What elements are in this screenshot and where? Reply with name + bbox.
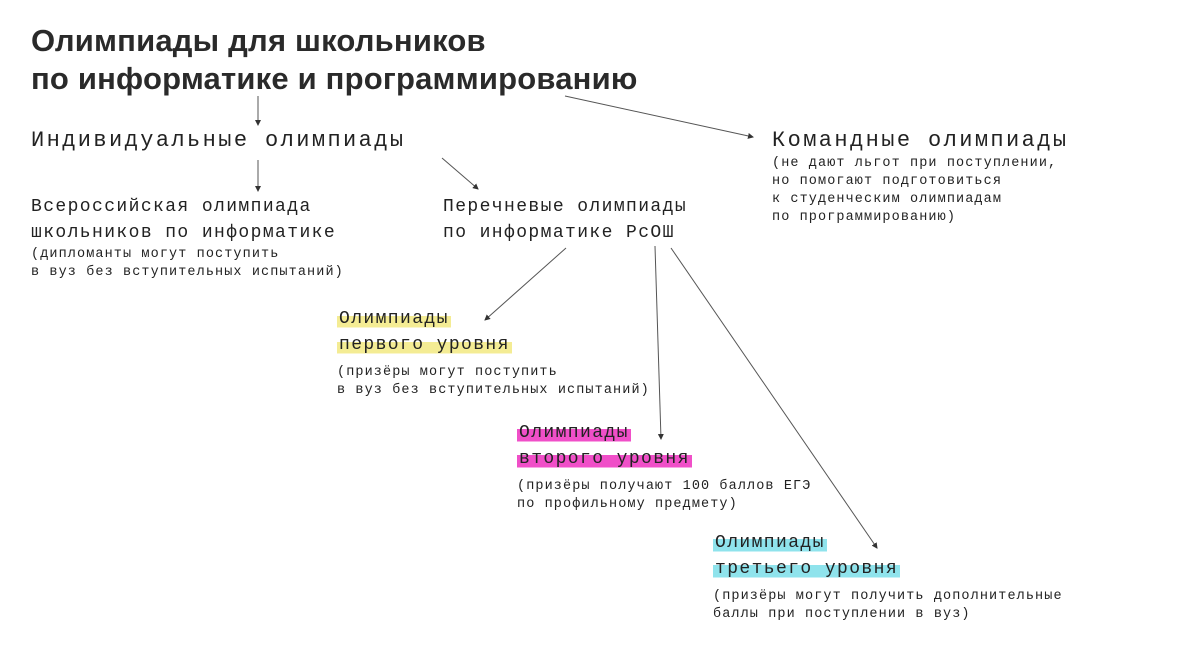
- level-1-note: (призёры могут поступить в вуз без вступ…: [337, 364, 650, 400]
- note-line: по профильному предмету): [517, 497, 738, 512]
- arrow-individual-to-rsosh: [441, 157, 479, 190]
- diagram-title: Олимпиады для школьников по информатике …: [31, 22, 638, 98]
- note-line: (не дают льгот при поступлении,: [772, 156, 1058, 171]
- note-line: баллы при поступлении в вуз): [713, 607, 971, 622]
- highlight-magenta: Олимпиады: [517, 423, 631, 443]
- title-line-1: Олимпиады для школьников: [31, 23, 486, 58]
- arrow-rsosh-to-level3: [670, 247, 878, 549]
- vsosh-note: (дипломанты могут поступить в вуз без вс…: [31, 246, 344, 282]
- level-1-label: Олимпиады первого уровня: [337, 306, 650, 358]
- note-line: но помогают подготовиться: [772, 174, 1003, 189]
- note-line: (призёры получают 100 баллов ЕГЭ: [517, 479, 812, 494]
- title-line-2: по информатике и программированию: [31, 61, 638, 96]
- highlight-cyan: Олимпиады: [713, 533, 827, 553]
- highlight-yellow: Олимпиады: [337, 309, 451, 329]
- highlight-cyan: третьего уровня: [713, 559, 901, 579]
- label-line: Перечневые олимпиады: [443, 197, 688, 217]
- team-olympiads-label: Командные олимпиады: [772, 128, 1069, 153]
- arrow-rsosh-to-level2: [654, 245, 664, 440]
- arrow-rsosh-to-level1: [484, 247, 567, 321]
- arrow-title-to-team: [564, 95, 754, 139]
- note-line: по программированию): [772, 210, 957, 225]
- vsosh-node: Всероссийская олимпиада школьников по ин…: [31, 194, 344, 282]
- level-1-node: Олимпиады первого уровня (призёры могут …: [337, 306, 650, 400]
- team-olympiads-note: (не дают льгот при поступлении, но помог…: [772, 155, 1068, 227]
- level-2-label: Олимпиады второго уровня: [517, 420, 811, 472]
- note-line: (призёры могут поступить: [337, 365, 558, 380]
- level-3-label: Олимпиады третьего уровня: [713, 530, 1063, 582]
- label-line: школьников по информатике: [31, 223, 337, 243]
- level-3-note: (призёры могут получить дополнительные б…: [713, 588, 1063, 624]
- level-2-node: Олимпиады второго уровня (призёры получа…: [517, 420, 811, 514]
- level-3-node: Олимпиады третьего уровня (призёры могут…: [713, 530, 1063, 624]
- vsosh-label: Всероссийская олимпиада школьников по ин…: [31, 194, 344, 246]
- rsosh-label: Перечневые олимпиады по информатике РсОШ: [443, 194, 687, 246]
- level-2-note: (призёры получают 100 баллов ЕГЭ по проф…: [517, 478, 811, 514]
- note-line: (дипломанты могут поступить: [31, 247, 280, 262]
- note-line: в вуз без вступительных испытаний): [31, 265, 344, 280]
- rsosh-node: Перечневые олимпиады по информатике РсОШ: [443, 194, 687, 246]
- note-line: к студенческим олимпиадам: [772, 192, 1003, 207]
- label-line: Всероссийская олимпиада: [31, 197, 312, 217]
- highlight-magenta: второго уровня: [517, 449, 692, 469]
- label-line: по информатике РсОШ: [443, 223, 675, 243]
- individual-olympiads-node: Индивидуальные олимпиады: [31, 128, 406, 153]
- highlight-yellow: первого уровня: [337, 335, 512, 355]
- team-olympiads-node: Командные олимпиады (не дают льгот при п…: [772, 128, 1068, 227]
- note-line: в вуз без вступительных испытаний): [337, 383, 650, 398]
- note-line: (призёры могут получить дополнительные: [713, 589, 1063, 604]
